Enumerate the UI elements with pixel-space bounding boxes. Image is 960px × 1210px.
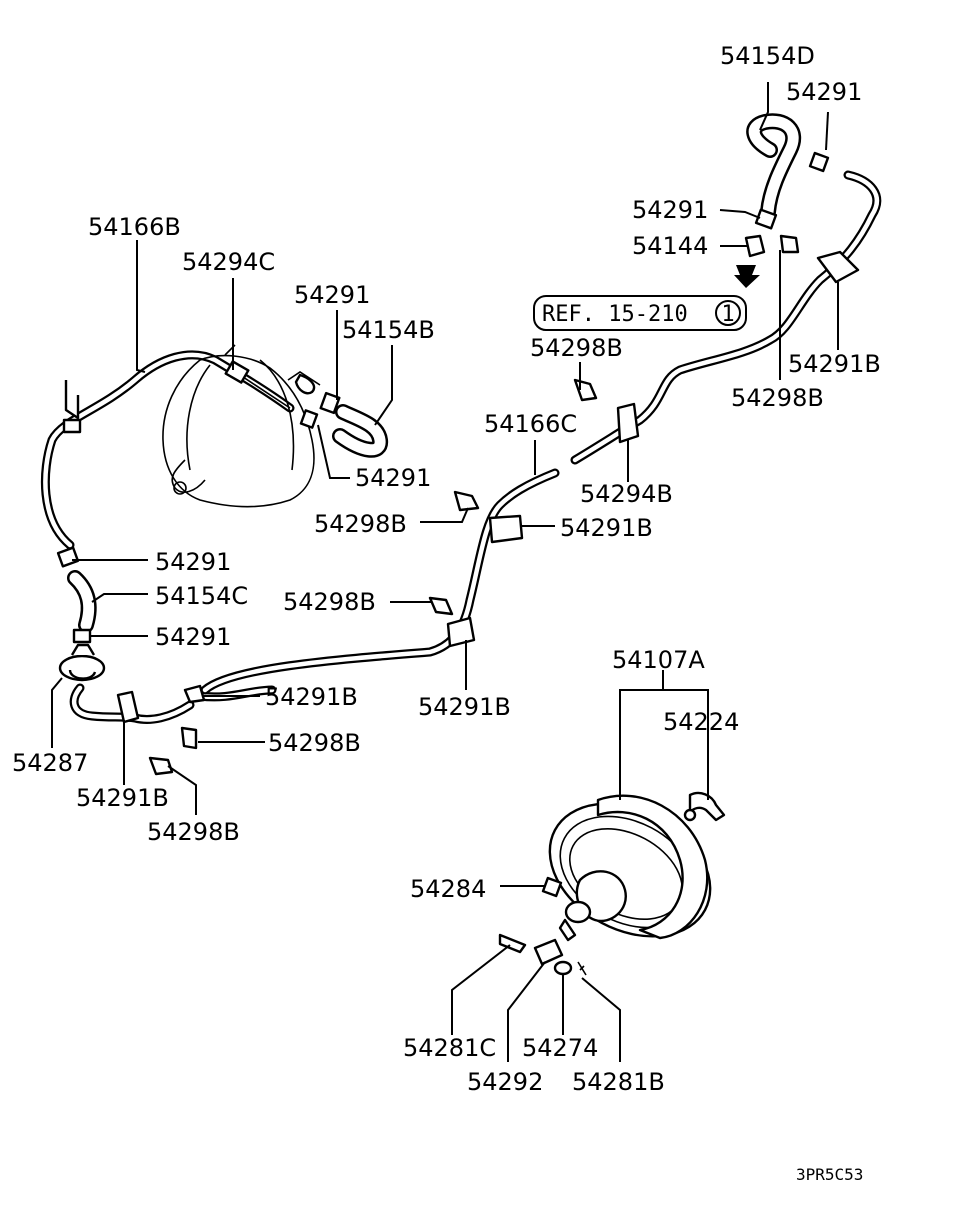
label-54166C[interactable]: 54166C <box>484 410 577 438</box>
label-54291-top[interactable]: 54291 <box>786 78 862 106</box>
reference-circled-number: 1 <box>721 302 734 327</box>
drawing-code: 3PR5C53 <box>796 1165 863 1184</box>
vacuum-pipe-lower-left <box>69 683 195 724</box>
hose-54154D <box>746 113 802 220</box>
label-54294B[interactable]: 54294B <box>580 480 673 508</box>
label-54154D[interactable]: 54154D <box>720 42 815 70</box>
hose-54154C <box>67 570 97 633</box>
label-54298B-e[interactable]: 54298B <box>268 729 361 757</box>
label-54166B[interactable]: 54166B <box>88 213 181 241</box>
label-54287[interactable]: 54287 <box>12 749 88 777</box>
brake-booster-54107A <box>498 791 726 976</box>
leader-lines <box>51 82 839 1062</box>
arrow-down <box>734 265 760 288</box>
label-54291B-e[interactable]: 54291B <box>76 784 169 812</box>
label-54298B-d[interactable]: 54298B <box>283 588 376 616</box>
label-54291-a[interactable]: 54291 <box>632 196 708 224</box>
label-54144[interactable]: 54144 <box>632 232 708 260</box>
label-54298B-a[interactable]: 54298B <box>530 334 623 362</box>
label-54292[interactable]: 54292 <box>467 1068 543 1096</box>
label-54298B-c[interactable]: 54298B <box>314 510 407 538</box>
reference-box[interactable]: REF. 15-210 1 <box>533 295 747 331</box>
label-54291B-c[interactable]: 54291B <box>265 683 358 711</box>
check-valve-54287 <box>58 643 106 682</box>
label-54298B-f[interactable]: 54298B <box>147 818 240 846</box>
vacuum-pipe-upper-right <box>570 170 882 465</box>
label-54291B-d[interactable]: 54291B <box>418 693 511 721</box>
label-54154C[interactable]: 54154C <box>155 582 248 610</box>
label-54298B-b[interactable]: 54298B <box>731 384 824 412</box>
label-54281B[interactable]: 54281B <box>572 1068 665 1096</box>
label-54224[interactable]: 54224 <box>663 708 739 736</box>
label-54294C[interactable]: 54294C <box>182 248 275 276</box>
label-54274[interactable]: 54274 <box>522 1034 598 1062</box>
label-54284[interactable]: 54284 <box>410 875 486 903</box>
label-54291B-a[interactable]: 54291B <box>788 350 881 378</box>
part-labels: 54154D 54291 54291 54144 54166B 54294C 5… <box>12 42 881 1096</box>
label-54291B-b[interactable]: 54291B <box>560 514 653 542</box>
label-54281C[interactable]: 54281C <box>403 1034 496 1062</box>
label-54291-c[interactable]: 54291 <box>355 464 431 492</box>
label-54291-e[interactable]: 54291 <box>155 623 231 651</box>
reference-text: REF. 15-210 <box>542 302 688 327</box>
label-54107A[interactable]: 54107A <box>612 646 705 674</box>
label-54291-b[interactable]: 54291 <box>294 281 370 309</box>
label-54291-d[interactable]: 54291 <box>155 548 231 576</box>
hose-54154B <box>332 404 388 458</box>
booster-sketch-upper <box>162 344 341 508</box>
label-54154B[interactable]: 54154B <box>342 316 435 344</box>
